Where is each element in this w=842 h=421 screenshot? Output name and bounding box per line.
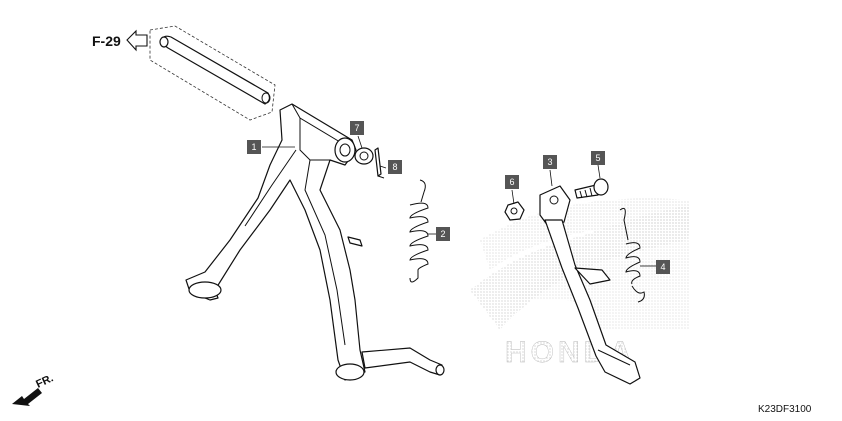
callout-2: 2: [436, 227, 450, 241]
svg-text:7: 7: [354, 123, 359, 133]
reference-label: F-29: [92, 33, 121, 49]
svg-text:3: 3: [547, 157, 552, 167]
front-arrow-icon: [12, 388, 42, 406]
leader-lines: [262, 135, 656, 267]
side-stand-spring: [619, 207, 645, 303]
side-stand: [539, 185, 641, 385]
callout-5: 5: [591, 151, 605, 165]
svg-text:6: 6: [509, 177, 514, 187]
svg-text:2: 2: [440, 229, 445, 239]
callout-3: 3: [543, 155, 557, 169]
drawing-code: K23DF3100: [758, 404, 812, 415]
pivot-bolt: [574, 178, 609, 199]
front-label: FR.: [34, 372, 55, 390]
main-stand-spring: [409, 179, 429, 283]
callout-1: 1: [247, 140, 261, 154]
nut: [504, 201, 525, 221]
reference-arrow: F-29: [92, 29, 148, 52]
left-arrow-icon: [126, 29, 148, 52]
svg-text:4: 4: [660, 262, 665, 272]
pivot-shaft: [149, 25, 276, 121]
callout-6: 6: [505, 175, 519, 189]
svg-text:5: 5: [595, 153, 600, 163]
svg-text:8: 8: [392, 162, 397, 172]
washer: [354, 147, 374, 165]
svg-text:1: 1: [251, 142, 256, 152]
callout-4: 4: [656, 260, 670, 274]
callout-7: 7: [350, 121, 364, 135]
callout-8: 8: [388, 160, 402, 174]
front-direction-indicator: FR.: [12, 372, 55, 406]
main-stand: [185, 103, 445, 381]
cotter-pin: [374, 147, 385, 179]
